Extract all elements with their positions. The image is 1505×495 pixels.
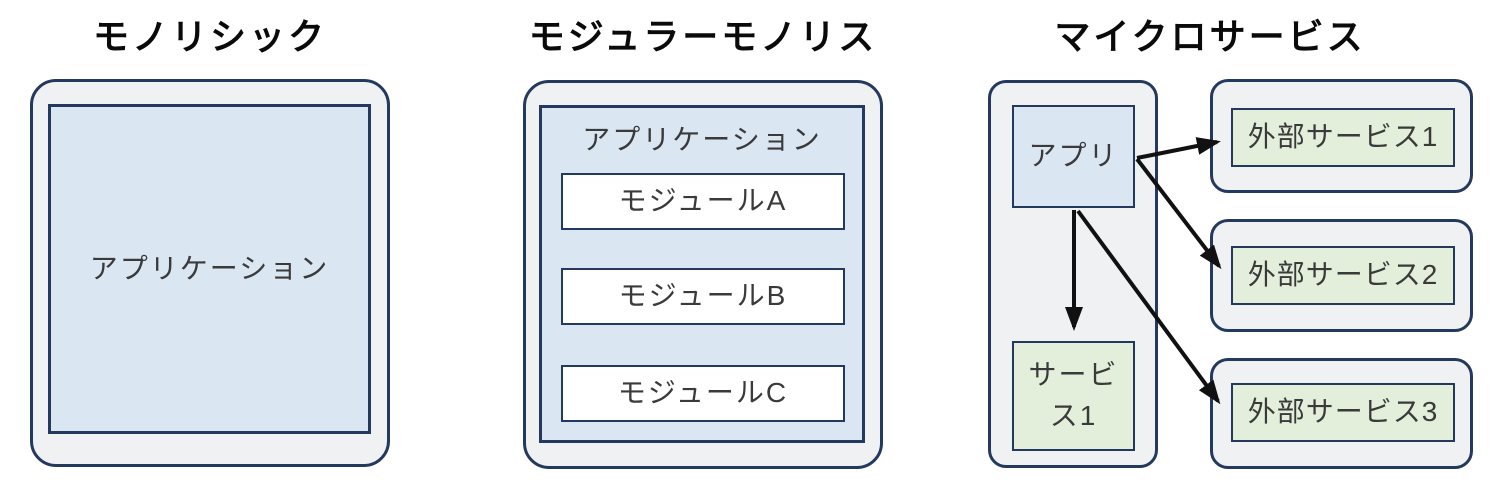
modular-application-panel: アプリケーション モジュールA モジュールB モジュールC bbox=[539, 105, 865, 443]
section-title-microservices: マイクロサービス bbox=[1054, 16, 1366, 57]
external-service-3-box: 外部サービス3 bbox=[1231, 383, 1455, 442]
microservices-app-label: アプリ bbox=[1028, 140, 1119, 172]
section-title-monolithic: モノリシック bbox=[92, 16, 327, 57]
external-service-3-container: 外部サービス3 bbox=[1210, 358, 1473, 469]
module-a-box: モジュールA bbox=[561, 173, 845, 230]
module-c-box: モジュールC bbox=[561, 365, 845, 422]
external-service-2-label: 外部サービス2 bbox=[1247, 259, 1439, 291]
monolithic-application-label: アプリケーション bbox=[89, 252, 330, 284]
modular-monolith-container: アプリケーション モジュールA モジュールB モジュールC bbox=[523, 80, 883, 469]
external-service-2-container: 外部サービス2 bbox=[1210, 219, 1473, 332]
external-service-1-container: 外部サービス1 bbox=[1210, 79, 1473, 193]
external-service-2-box: 外部サービス2 bbox=[1231, 246, 1455, 305]
external-service-1-box: 外部サービス1 bbox=[1231, 108, 1455, 167]
microservices-app-group-container: アプリ サービス1 bbox=[988, 80, 1158, 468]
module-c-label: モジュールC bbox=[617, 377, 789, 409]
monolithic-container: アプリケーション bbox=[30, 79, 390, 467]
external-service-3-label: 外部サービス3 bbox=[1247, 396, 1439, 428]
module-b-label: モジュールB bbox=[618, 280, 788, 312]
monolithic-application-box: アプリケーション bbox=[48, 104, 371, 434]
section-title-modular-monolith: モジュラーモノリス bbox=[528, 16, 878, 57]
external-service-1-label: 外部サービス1 bbox=[1247, 121, 1439, 153]
module-a-label: モジュールA bbox=[618, 185, 788, 217]
modular-application-label: アプリケーション bbox=[582, 124, 822, 155]
microservices-service-1-label: サービス1 bbox=[1028, 359, 1119, 431]
microservices-service-1-box: サービス1 bbox=[1012, 341, 1135, 451]
module-b-box: モジュールB bbox=[561, 268, 845, 325]
microservices-app-box: アプリ bbox=[1012, 105, 1135, 208]
